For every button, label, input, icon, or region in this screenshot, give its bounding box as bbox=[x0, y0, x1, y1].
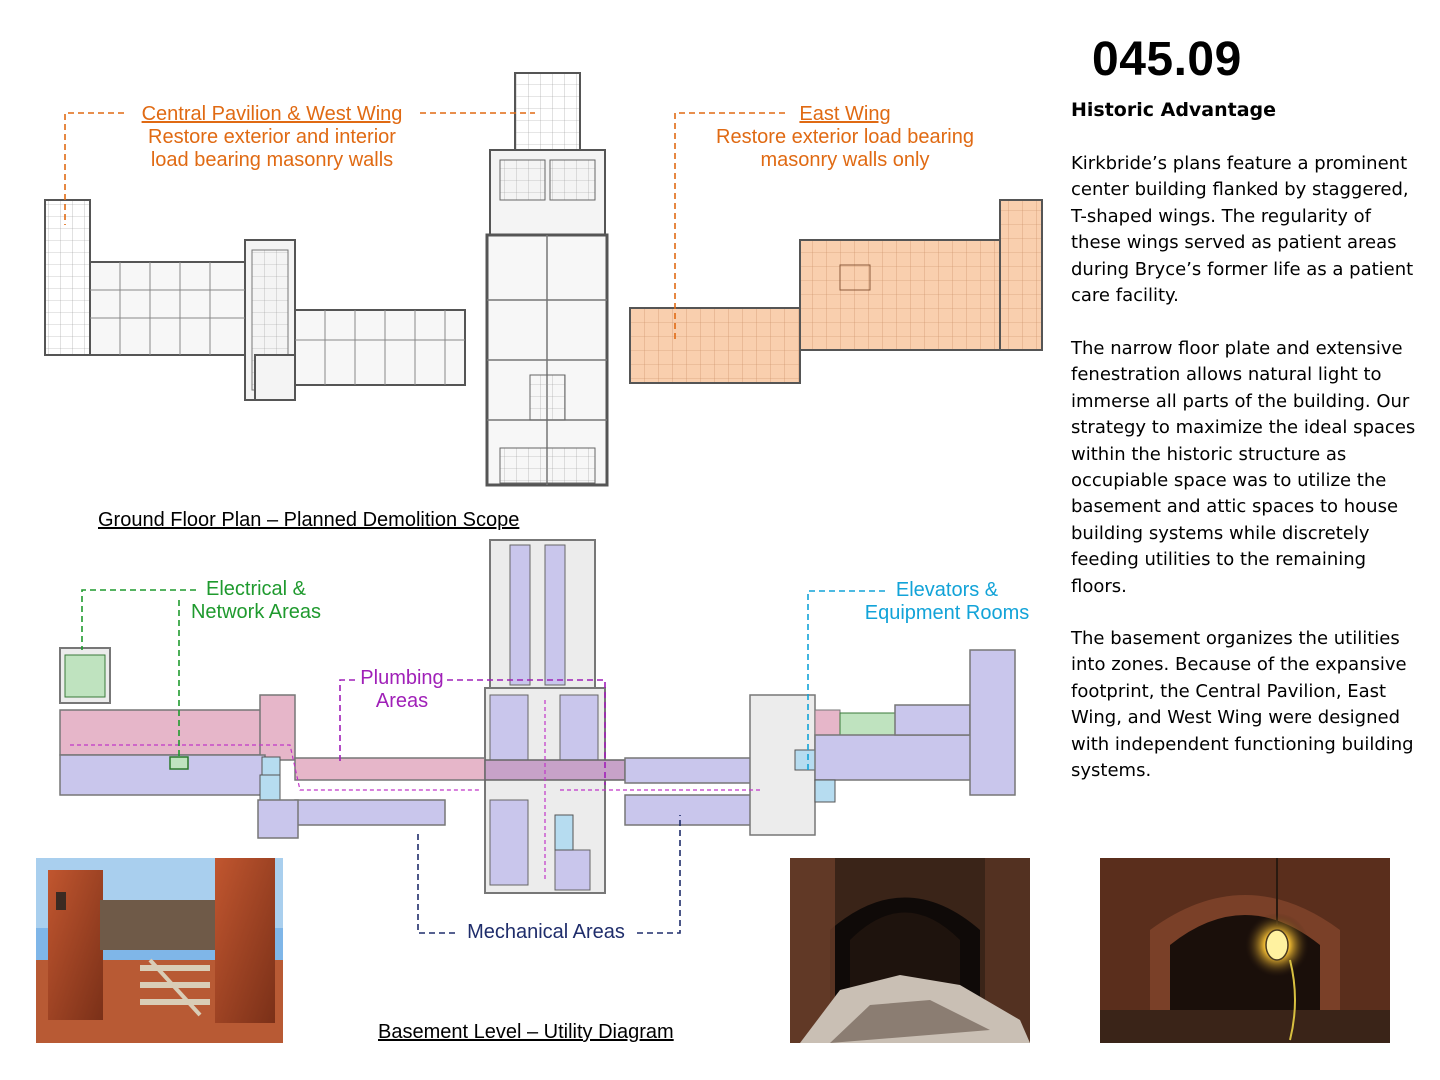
callout-mechanical: Mechanical Areas bbox=[467, 921, 625, 943]
body-paragraph-3: The basement organizes the utilities int… bbox=[1071, 628, 1414, 782]
arched-tunnel-lamp-photo bbox=[1100, 858, 1390, 1043]
callout-east-wing-line1: Restore exterior load bearing bbox=[716, 126, 974, 148]
callout-elevators-equipment: Elevators & Equipment Rooms bbox=[852, 579, 1042, 625]
page-number: 045.09 bbox=[1092, 33, 1242, 86]
basement-caption: Basement Level – Utility Diagram bbox=[378, 1021, 674, 1043]
callout-east-wing-line2: masonry walls only bbox=[760, 149, 930, 171]
ground-floor-caption: Ground Floor Plan – Planned Demolition S… bbox=[98, 509, 520, 531]
body-paragraph-1: Kirkbride’s plans feature a prominent ce… bbox=[1071, 153, 1414, 307]
callout-plumbing-line2: Areas bbox=[375, 690, 429, 712]
callout-central-west-title: Central Pavilion & West Wing bbox=[141, 103, 403, 125]
ground-floor-plan bbox=[44, 72, 1043, 487]
callout-elevators-line1: Elevators & bbox=[895, 579, 999, 601]
callout-elevators-line2: Equipment Rooms bbox=[864, 602, 1030, 624]
basement-arch-rubble-photo bbox=[790, 858, 1030, 1043]
body-paragraph-2: The narrow floor plate and extensive fen… bbox=[1071, 338, 1416, 597]
callout-electrical-network: Electrical & Network Areas bbox=[176, 578, 336, 624]
callout-east-wing-title: East Wing bbox=[799, 103, 891, 125]
basement-callout-leaders bbox=[81, 589, 885, 934]
callout-plumbing: Plumbing Areas bbox=[352, 667, 452, 713]
basement-plan bbox=[59, 539, 1016, 894]
basement-routing bbox=[70, 700, 760, 880]
callout-east-wing: East Wing Restore exterior load bearing … bbox=[690, 103, 1000, 172]
callout-central-west-line2: load bearing masonry walls bbox=[150, 149, 394, 171]
callout-plumbing-line1: Plumbing bbox=[360, 667, 444, 689]
section-heading: Historic Advantage bbox=[1071, 99, 1277, 121]
callout-central-west-line1: Restore exterior and interior bbox=[148, 126, 396, 148]
ground-callout-leaders bbox=[64, 112, 785, 340]
callout-electrical-line1: Electrical & bbox=[205, 578, 307, 600]
callout-electrical-line2: Network Areas bbox=[190, 601, 322, 623]
brick-ruin-photo bbox=[36, 858, 283, 1043]
callout-central-west-wing: Central Pavilion & West Wing Restore ext… bbox=[118, 103, 426, 172]
